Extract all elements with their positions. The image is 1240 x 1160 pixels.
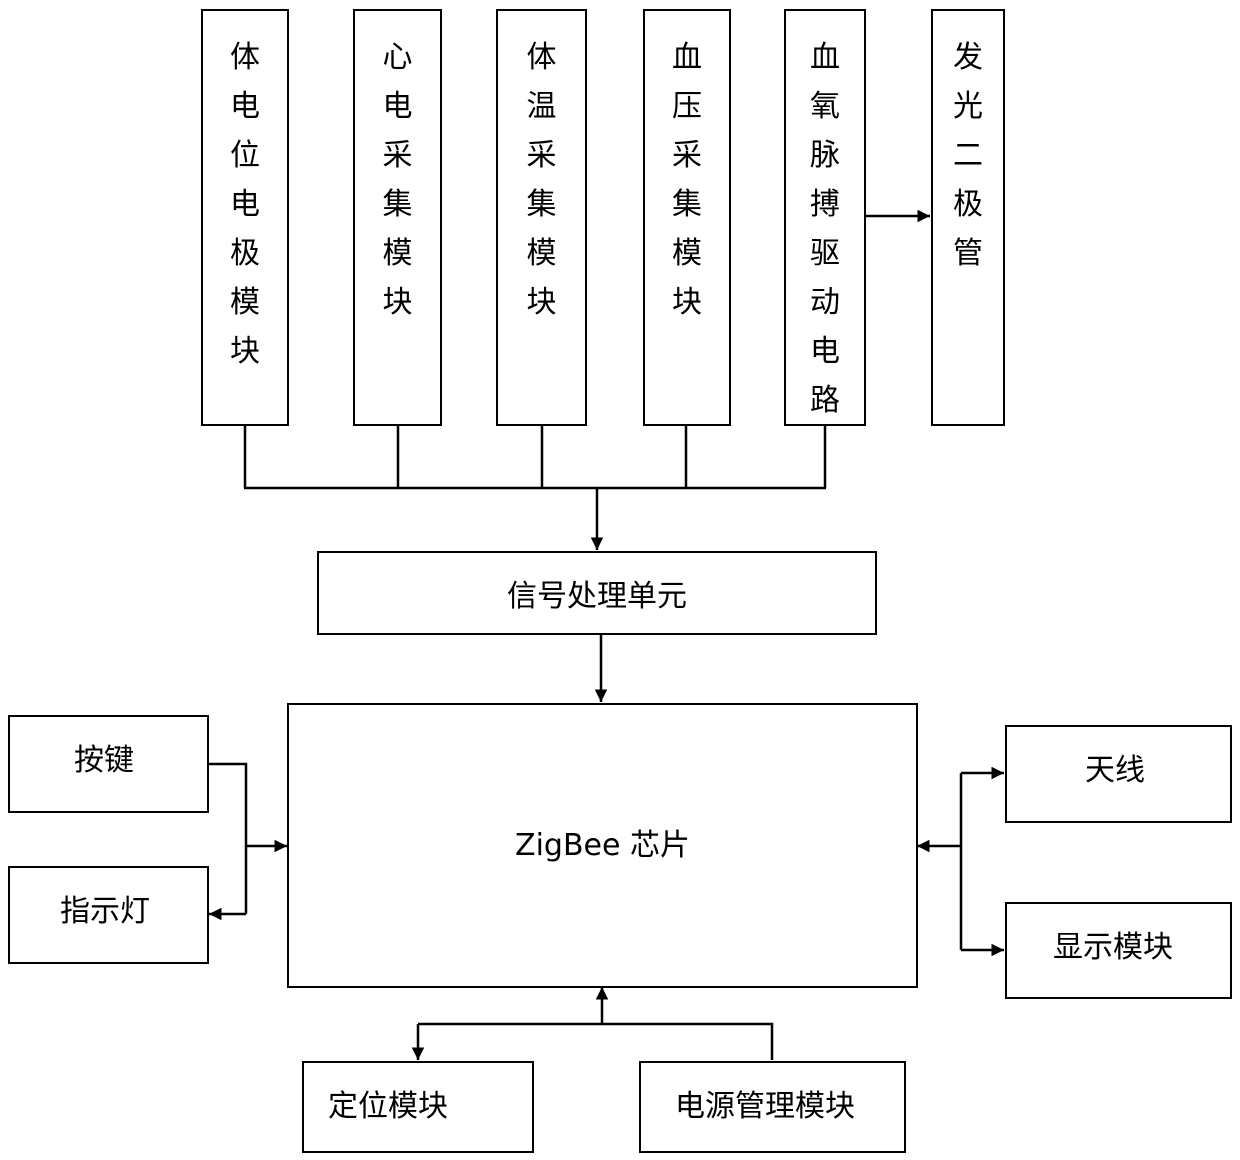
display-module: 显示模块 <box>1005 902 1232 999</box>
zigbee-chip: ZigBee 芯片 <box>287 703 918 988</box>
blood-pressure-acquisition-label: 血压采集模块 <box>669 33 705 327</box>
indicator-light-label: 指示灯 <box>60 886 150 930</box>
temperature-acquisition-module: 体温采集模块 <box>496 9 587 426</box>
button-module: 按键 <box>8 715 209 813</box>
ecg-acquisition-label: 心电采集模块 <box>380 33 416 327</box>
indicator-light-module: 指示灯 <box>8 866 209 964</box>
button-wire <box>208 764 246 914</box>
led-module: 发光二极管 <box>931 9 1005 426</box>
power-management-label: 电源管理模块 <box>675 1081 855 1125</box>
signal-processing-label: 信号处理单元 <box>319 571 875 615</box>
led-label: 发光二极管 <box>950 33 986 278</box>
body-potential-electrode-label: 体电位电极模块 <box>227 33 263 376</box>
ecg-acquisition-module: 心电采集模块 <box>353 9 442 426</box>
display-module-label: 显示模块 <box>1053 922 1173 966</box>
power-wire <box>418 1024 772 1060</box>
power-management-module: 电源管理模块 <box>639 1061 906 1153</box>
positioning-module-label: 定位模块 <box>328 1081 448 1125</box>
body-potential-electrode-module: 体电位电极模块 <box>201 9 289 426</box>
antenna-module: 天线 <box>1005 725 1232 823</box>
positioning-module: 定位模块 <box>302 1061 534 1153</box>
spo2-pulse-driver-circuit: 血氧脉搏驱动电路 <box>784 9 866 426</box>
antenna-label: 天线 <box>1085 745 1145 789</box>
spo2-pulse-driver-label: 血氧脉搏驱动电路 <box>807 33 843 425</box>
temperature-acquisition-label: 体温采集模块 <box>524 33 560 327</box>
blood-pressure-acquisition-module: 血压采集模块 <box>643 9 731 426</box>
signal-processing-unit: 信号处理单元 <box>317 551 877 635</box>
zigbee-chip-label: ZigBee 芯片 <box>289 820 916 864</box>
button-label: 按键 <box>74 735 134 779</box>
